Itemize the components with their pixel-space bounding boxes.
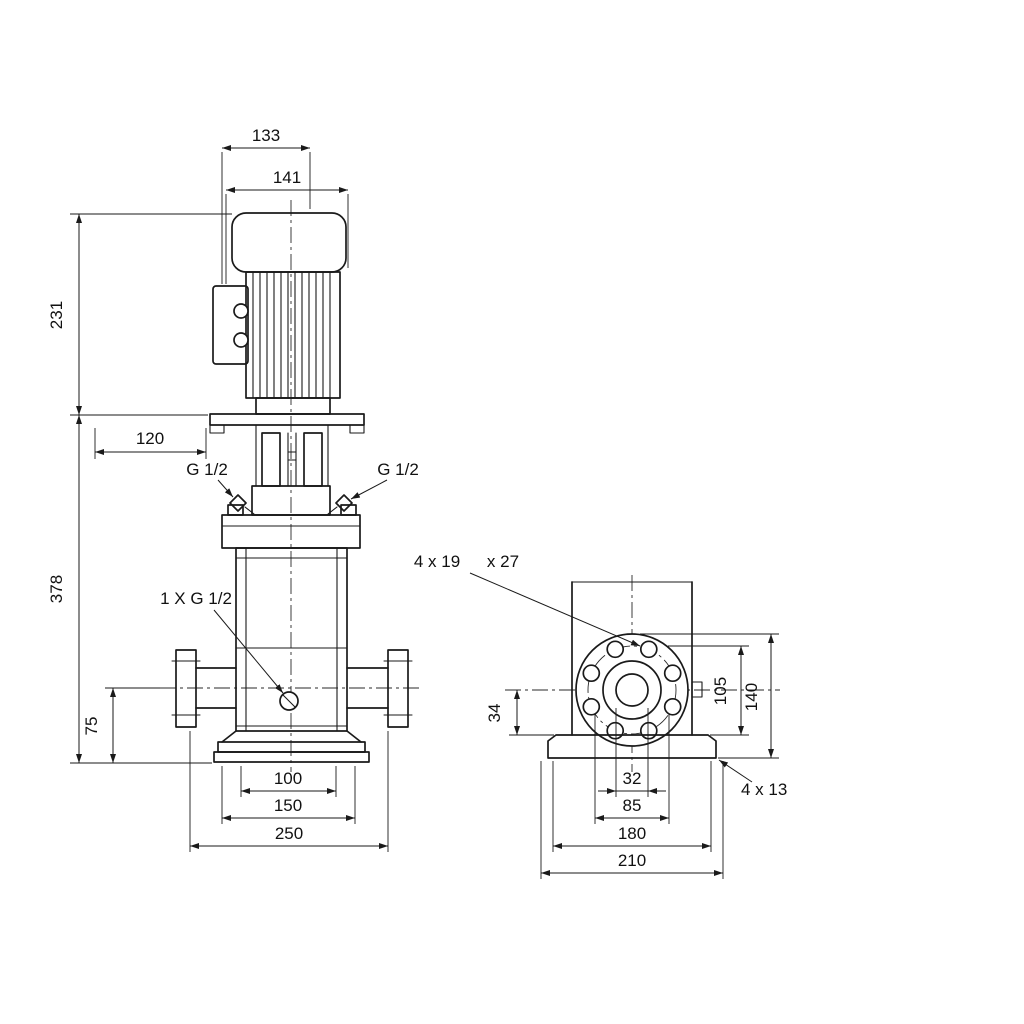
port-label-right: G 1/2: [377, 460, 419, 479]
dim-label-85: 85: [623, 796, 642, 815]
bolt-circle: [587, 645, 677, 735]
dim-label-120: 120: [136, 429, 164, 448]
base-holes-label: 4 x 13: [741, 780, 787, 799]
dim-label-141: 141: [273, 168, 301, 187]
dim-label-100: 100: [274, 769, 302, 788]
head-bolt-left: [227, 504, 244, 516]
front-view: 133 141 231 378 120 G 1/2 G 1/2: [47, 126, 420, 852]
dim-label-150: 150: [274, 796, 302, 815]
side-column: [571, 581, 703, 736]
vent-plug-left: [229, 494, 247, 512]
bore-circle: [615, 673, 649, 707]
dim-label-378: 378: [47, 575, 66, 603]
side-base: [547, 734, 717, 759]
dim-label-34: 34: [485, 704, 504, 723]
front-dimensions: 133 141 231 378 120 G 1/2 G 1/2: [47, 126, 419, 852]
flange-holes-label-2: x 27: [487, 552, 519, 571]
raised-face-circle: [602, 660, 662, 720]
dim-label-180: 180: [618, 824, 646, 843]
cable-entry-hole: [233, 332, 249, 348]
dim-label-32: 32: [623, 769, 642, 788]
coupling-guard: [303, 432, 323, 487]
dim-label-140: 140: [742, 683, 761, 711]
dim-label-231: 231: [47, 301, 66, 329]
flange-outer-circle: [575, 633, 689, 747]
side-tab: [691, 681, 703, 698]
side-view: 4 x 19 x 27 34 105 140 4 x 13: [414, 552, 787, 879]
side-dimensions: 4 x 19 x 27 34 105 140 4 x 13: [414, 552, 787, 879]
motor-flange: [255, 397, 331, 415]
drain-label: 1 X G 1/2: [160, 589, 232, 608]
shaft-coupling: [287, 432, 297, 487]
front-base: [213, 730, 370, 763]
dim-label-105: 105: [711, 677, 730, 705]
dim-label-250: 250: [275, 824, 303, 843]
dim-label-133: 133: [252, 126, 280, 145]
cable-entry-hole: [233, 303, 249, 319]
dim-label-75: 75: [82, 717, 101, 736]
coupling-guard: [261, 432, 281, 487]
pump-body: [221, 485, 361, 732]
flange-face: [575, 633, 689, 747]
suction-flange: [175, 649, 197, 728]
port-flanges: [171, 649, 413, 728]
terminal-box: [212, 285, 249, 365]
motor: [212, 212, 347, 415]
motor-fins: [252, 271, 331, 399]
flange-holes-label: 4 x 19: [414, 552, 460, 571]
chamber-stack: [235, 547, 348, 732]
vent-plug-right: [335, 494, 353, 512]
discharge-flange: [387, 649, 409, 728]
port-label-left: G 1/2: [186, 460, 228, 479]
motor-stool: [209, 413, 365, 487]
dim-label-210: 210: [618, 851, 646, 870]
